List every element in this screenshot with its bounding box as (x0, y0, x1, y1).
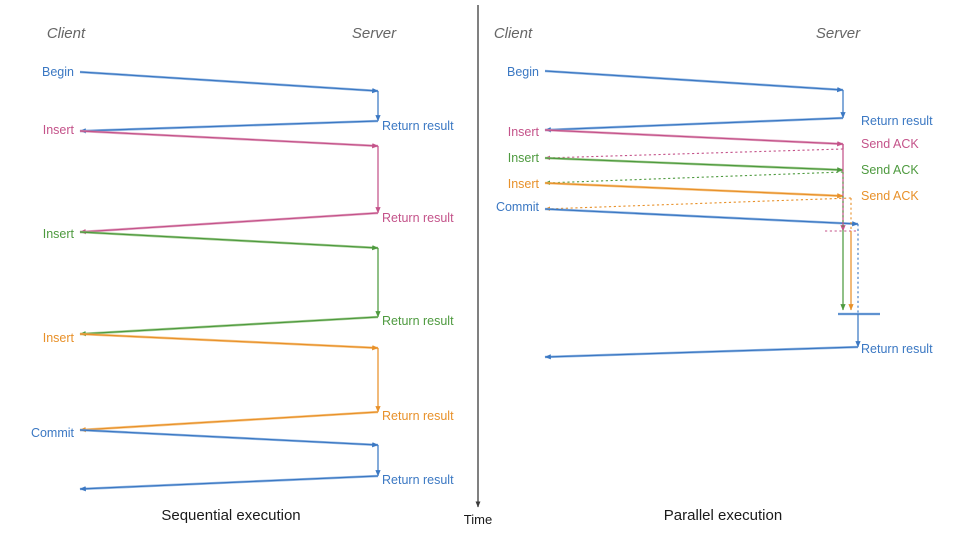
message-begin-request (544, 70, 844, 93)
client-label-3: Insert (508, 177, 540, 191)
message-insert2-request (79, 231, 379, 251)
server-label-1: Send ACK (861, 137, 919, 151)
message-commit-request (79, 429, 379, 448)
message-insert1-request (544, 129, 844, 147)
message-commit-request (544, 208, 859, 227)
server-label-2: Return result (382, 314, 454, 328)
message-insert1-request (79, 130, 379, 149)
message-insert1-ack (544, 148, 844, 161)
message-insert3-ack (544, 197, 852, 212)
server-label-2: Send ACK (861, 163, 919, 177)
message-begin-request (79, 71, 379, 94)
message-insert3-request (79, 333, 379, 351)
client-label-3: Insert (43, 331, 75, 345)
lane-title-server: Server (816, 25, 861, 42)
message-insert3-request (544, 182, 844, 199)
client-label-2: Insert (43, 227, 75, 241)
client-label-2: Insert (508, 151, 540, 165)
server-label-4: Return result (382, 473, 454, 487)
message-insert2-reply (79, 316, 379, 337)
lane-title-client: Client (47, 25, 86, 42)
client-label-4: Commit (496, 200, 540, 214)
server-label-0: Return result (861, 114, 933, 128)
message-insert3-reply (79, 411, 379, 433)
client-label-0: Begin (507, 65, 539, 79)
panel-caption: Sequential execution (161, 507, 300, 524)
messages (79, 70, 381, 492)
client-label-0: Begin (42, 65, 74, 79)
panel-caption: Parallel execution (664, 507, 782, 524)
lane-title-client: Client (494, 25, 533, 42)
message-commit-reply (544, 346, 859, 360)
client-label-1: Insert (43, 123, 75, 137)
message-commit-reply (79, 475, 379, 492)
time-axis-group: Time (464, 5, 492, 527)
server-label-3: Send ACK (861, 189, 919, 203)
server-label-1: Return result (382, 211, 454, 225)
message-begin-reply (79, 120, 379, 134)
server-label-4: Return result (861, 342, 933, 356)
message-insert2-ack (544, 171, 844, 186)
lane-title-server: Server (352, 25, 397, 42)
messages (544, 69, 880, 360)
message-begin-reply (544, 117, 844, 133)
server-label-3: Return result (382, 409, 454, 423)
server-label-0: Return result (382, 119, 454, 133)
message-insert1-reply (79, 212, 379, 235)
client-label-4: Commit (31, 426, 75, 440)
message-insert2-request (544, 157, 844, 173)
client-label-1: Insert (508, 125, 540, 139)
time-axis-label: Time (464, 512, 492, 527)
